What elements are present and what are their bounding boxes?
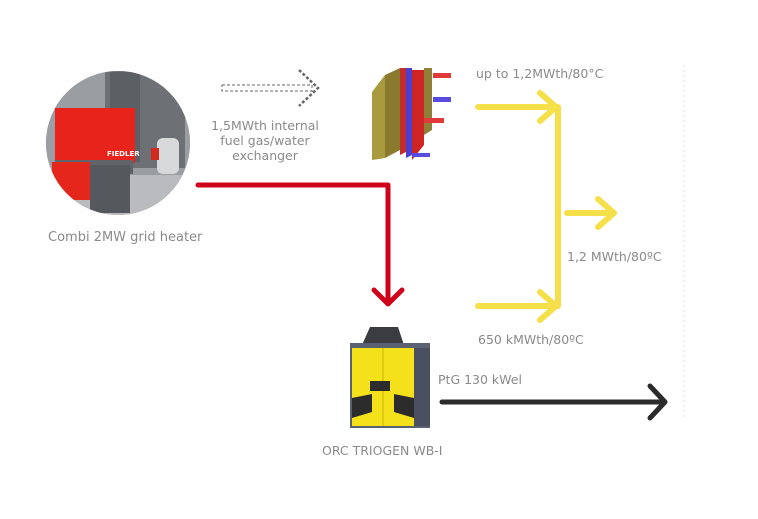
dashed-arrow-icon [221,69,320,107]
exchanger-label-line-2: fuel gas/water [220,133,310,148]
hot-gas-arrow [195,182,405,307]
exchanger-label-line-1: 1,5MWth internal [211,118,319,133]
orc-heat-arrowhead [537,289,559,323]
electric-output-arrow [439,383,668,421]
heater-image: FIEDLER [46,71,190,215]
exchanger-label: 1,5MWth internal fuel gas/water exchange… [205,118,325,163]
output-heat-arrowhead [595,196,617,230]
heater-label: Combi 2MW grid heater [48,230,203,245]
heat-flow-lines [475,90,617,323]
heater-brand-text: FIEDLER [107,150,140,158]
electric-output-label: PtG 130 kWel [438,372,522,387]
combined-output-label: 1,2 MWth/80ºC [567,249,662,264]
orc-heat-output-label: 650 kMWth/80ºC [478,332,584,347]
exchanger-output-label: up to 1,2MWth/80°C [476,66,604,81]
orc-label: ORC TRIOGEN WB-I [322,443,443,458]
orc-unit-image [350,327,430,428]
heat-exchanger-image [372,68,451,160]
exchanger-label-line-3: exchanger [232,148,298,163]
